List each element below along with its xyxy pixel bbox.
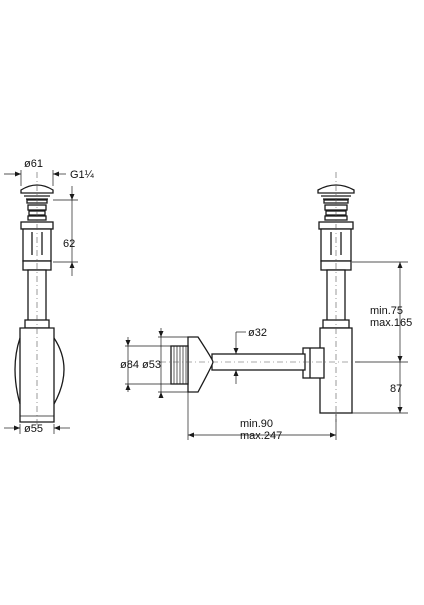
height-min-label: min.75 <box>370 305 403 317</box>
base-diameter-label: ø55 <box>24 423 43 435</box>
length-max-label: max.247 <box>240 430 282 442</box>
side-view-dimensions: ø61 G1¼ 62 ø55 <box>4 158 95 435</box>
wall-rosette <box>187 336 214 393</box>
front-view-dimensions: ø84 ø53 ø32 min.90 max.247 min.75 max.16… <box>120 261 412 442</box>
front-view <box>160 172 360 422</box>
head-diameter-label: ø61 <box>24 158 43 170</box>
threaded-connector <box>170 345 189 385</box>
rosette-inner-label: ø53 <box>142 359 161 371</box>
side-view <box>14 172 65 430</box>
height-max-label: max.165 <box>370 317 412 329</box>
pipe-diameter-label: ø32 <box>248 327 267 339</box>
thread-label: G1¼ <box>70 169 95 181</box>
rosette-outer-label: ø84 <box>120 359 139 371</box>
valve-height-label: 62 <box>63 238 75 250</box>
length-min-label: min.90 <box>240 418 273 430</box>
trap-height-label: 87 <box>390 383 402 395</box>
trap-body-left <box>19 327 55 423</box>
trap-nut <box>302 347 325 379</box>
